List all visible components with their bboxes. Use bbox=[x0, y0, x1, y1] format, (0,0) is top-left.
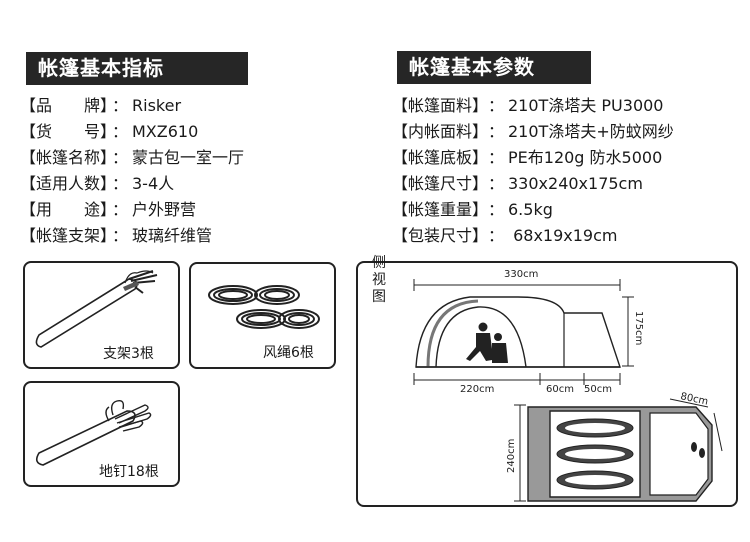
spec-colon: ： bbox=[112, 226, 129, 245]
spec-colon: ： bbox=[112, 200, 129, 219]
spec-colon: ： bbox=[112, 148, 129, 167]
spec-row-size: 【帐篷尺寸】：330x240x175cm bbox=[392, 171, 674, 197]
spec-colon: ： bbox=[488, 226, 505, 245]
dim-main-room: 220cm bbox=[460, 384, 494, 395]
poles-card: 支架3根 bbox=[23, 261, 180, 369]
spec-colon: ： bbox=[488, 174, 505, 193]
spec-label: 【品 牌】 bbox=[20, 96, 117, 115]
spec-value: 210T涤塔夫 PU3000 bbox=[508, 96, 664, 115]
spec-label: 【帐篷底板】 bbox=[392, 148, 489, 167]
tent-dimension-drawing: 330cm 220cm 60cm 50cm 175cm 240cm 80cm bbox=[413, 269, 723, 502]
spec-colon: ： bbox=[112, 174, 129, 193]
spec-value: 玻璃纤维管 bbox=[132, 226, 213, 245]
dim-width: 240cm bbox=[506, 439, 517, 473]
spec-label: 【帐篷支架】 bbox=[20, 226, 117, 245]
spec-row-package: 【包装尺寸】： 68x19x19cm bbox=[392, 223, 674, 249]
right-section-title: 帐篷基本参数 bbox=[397, 51, 591, 84]
spec-colon: ： bbox=[112, 96, 129, 115]
spec-value: Risker bbox=[132, 96, 182, 115]
ropes-card: 风绳6根 bbox=[189, 262, 336, 369]
spec-row-capacity: 【适用人数】：3-4人 bbox=[20, 171, 244, 197]
dim-end: 50cm bbox=[584, 384, 612, 395]
spec-row-usage: 【用 途】：户外野营 bbox=[20, 197, 244, 223]
spec-label: 【货 号】 bbox=[20, 122, 117, 141]
spec-value: 6.5kg bbox=[508, 200, 553, 219]
spec-value: MXZ610 bbox=[132, 122, 199, 141]
rope-coils-icon bbox=[208, 285, 320, 329]
right-spec-list: 【帐篷面料】：210T涤塔夫 PU3000 【内帐面料】：210T涤塔夫+防蚊网… bbox=[392, 93, 674, 249]
spec-label: 【用 途】 bbox=[20, 200, 117, 219]
stakes-caption: 地钉18根 bbox=[99, 464, 159, 480]
pole-bag-icon bbox=[35, 270, 158, 348]
spec-row-name: 【帐篷名称】：蒙古包一室一厅 bbox=[20, 145, 244, 171]
spec-label: 【帐篷尺寸】 bbox=[392, 174, 489, 193]
tent-diagram-card: 330cm 220cm 60cm 50cm 175cm 240cm 80cm bbox=[356, 261, 738, 507]
dim-middle: 60cm bbox=[546, 384, 574, 395]
poles-caption: 支架3根 bbox=[103, 346, 154, 362]
spec-row-fabric: 【帐篷面料】：210T涤塔夫 PU3000 bbox=[392, 93, 674, 119]
stakes-card: 地钉18根 bbox=[23, 381, 180, 487]
spec-colon: ： bbox=[488, 96, 505, 115]
spec-colon: ： bbox=[112, 122, 129, 141]
dim-total-length: 330cm bbox=[504, 269, 538, 280]
spec-value: 330x240x175cm bbox=[508, 174, 643, 193]
spec-label: 【帐篷重量】 bbox=[392, 200, 489, 219]
spec-label: 【帐篷名称】 bbox=[20, 148, 117, 167]
dim-height: 175cm bbox=[633, 311, 644, 345]
ropes-caption: 风绳6根 bbox=[263, 345, 314, 361]
spec-row-floor: 【帐篷底板】：PE布120g 防水5000 bbox=[392, 145, 674, 171]
left-spec-list: 【品 牌】：Risker 【货 号】：MXZ610 【帐篷名称】：蒙古包一室一厅… bbox=[20, 93, 244, 249]
people-silhouette-icon bbox=[466, 322, 508, 363]
spec-value: 3-4人 bbox=[132, 174, 175, 193]
spec-colon: ： bbox=[488, 122, 505, 141]
spec-value: 蒙古包一室一厅 bbox=[132, 148, 245, 167]
spec-colon: ： bbox=[488, 200, 505, 219]
spec-label: 【包装尺寸】 bbox=[392, 226, 489, 245]
spec-label: 【内帐面料】 bbox=[392, 122, 489, 141]
spec-row-frame: 【帐篷支架】：玻璃纤维管 bbox=[20, 223, 244, 249]
stake-bag-icon bbox=[35, 399, 152, 466]
spec-value: 户外野营 bbox=[132, 200, 197, 219]
footprints-icon bbox=[691, 442, 705, 458]
dim-door-width: 80cm bbox=[679, 391, 709, 408]
spec-colon: ： bbox=[488, 148, 505, 167]
spec-row-weight: 【帐篷重量】：6.5kg bbox=[392, 197, 674, 223]
spec-row-inner-fabric: 【内帐面料】：210T涤塔夫+防蚊网纱 bbox=[392, 119, 674, 145]
spec-row-model: 【货 号】：MXZ610 bbox=[20, 119, 244, 145]
spec-value: PE布120g 防水5000 bbox=[508, 148, 663, 167]
left-section-title: 帐篷基本指标 bbox=[26, 52, 248, 85]
spec-value: 210T涤塔夫+防蚊网纱 bbox=[508, 122, 674, 141]
side-view-label: 侧视图 bbox=[372, 255, 386, 305]
spec-value: 68x19x19cm bbox=[508, 226, 618, 245]
spec-label: 【帐篷面料】 bbox=[392, 96, 489, 115]
spec-label: 【适用人数】 bbox=[20, 174, 117, 193]
spec-row-brand: 【品 牌】：Risker bbox=[20, 93, 244, 119]
